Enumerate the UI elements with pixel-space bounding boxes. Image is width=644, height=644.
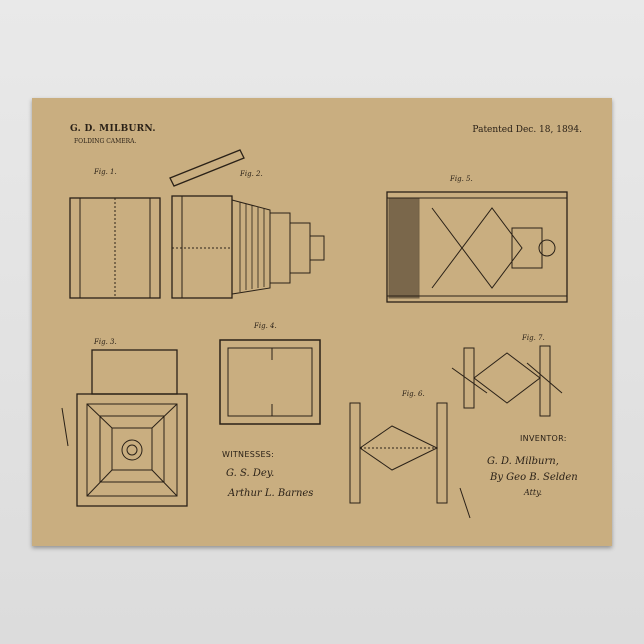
inventor-label: INVENTOR: — [520, 434, 567, 443]
fig1-label: Fig. 1. — [94, 168, 117, 176]
fig1-drawing — [70, 198, 160, 298]
fig7-drawing — [452, 346, 562, 416]
attorney-signature: By Geo B. Selden — [490, 472, 578, 483]
witness-signature-1: G. S. Dey. — [226, 468, 274, 479]
attorney-abbrev: Atty. — [524, 488, 542, 497]
inventor-bracket — [460, 488, 470, 518]
inventor-signature: G. D. Milburn, — [487, 456, 559, 467]
fig2-label: Fig. 2. — [240, 170, 263, 178]
fig4-label: Fig. 4. — [254, 322, 277, 330]
fig6-label: Fig. 6. — [402, 390, 425, 398]
witnesses-label: WITNESSES: — [222, 450, 274, 459]
fig5-label: Fig. 5. — [450, 175, 473, 183]
fig7-label: Fig. 7. — [522, 334, 545, 342]
fig4-drawing — [220, 340, 320, 424]
witness-signature-2: Arthur L. Barnes — [228, 488, 313, 499]
fig6-drawing — [350, 403, 447, 503]
fig3-drawing — [77, 350, 187, 506]
witness-bracket — [62, 408, 68, 446]
fig3-label: Fig. 3. — [94, 338, 117, 346]
patent-poster: G. D. MILBURN. FOLDING CAMERA. Patented … — [32, 98, 612, 546]
fig5-drawing — [387, 192, 567, 302]
